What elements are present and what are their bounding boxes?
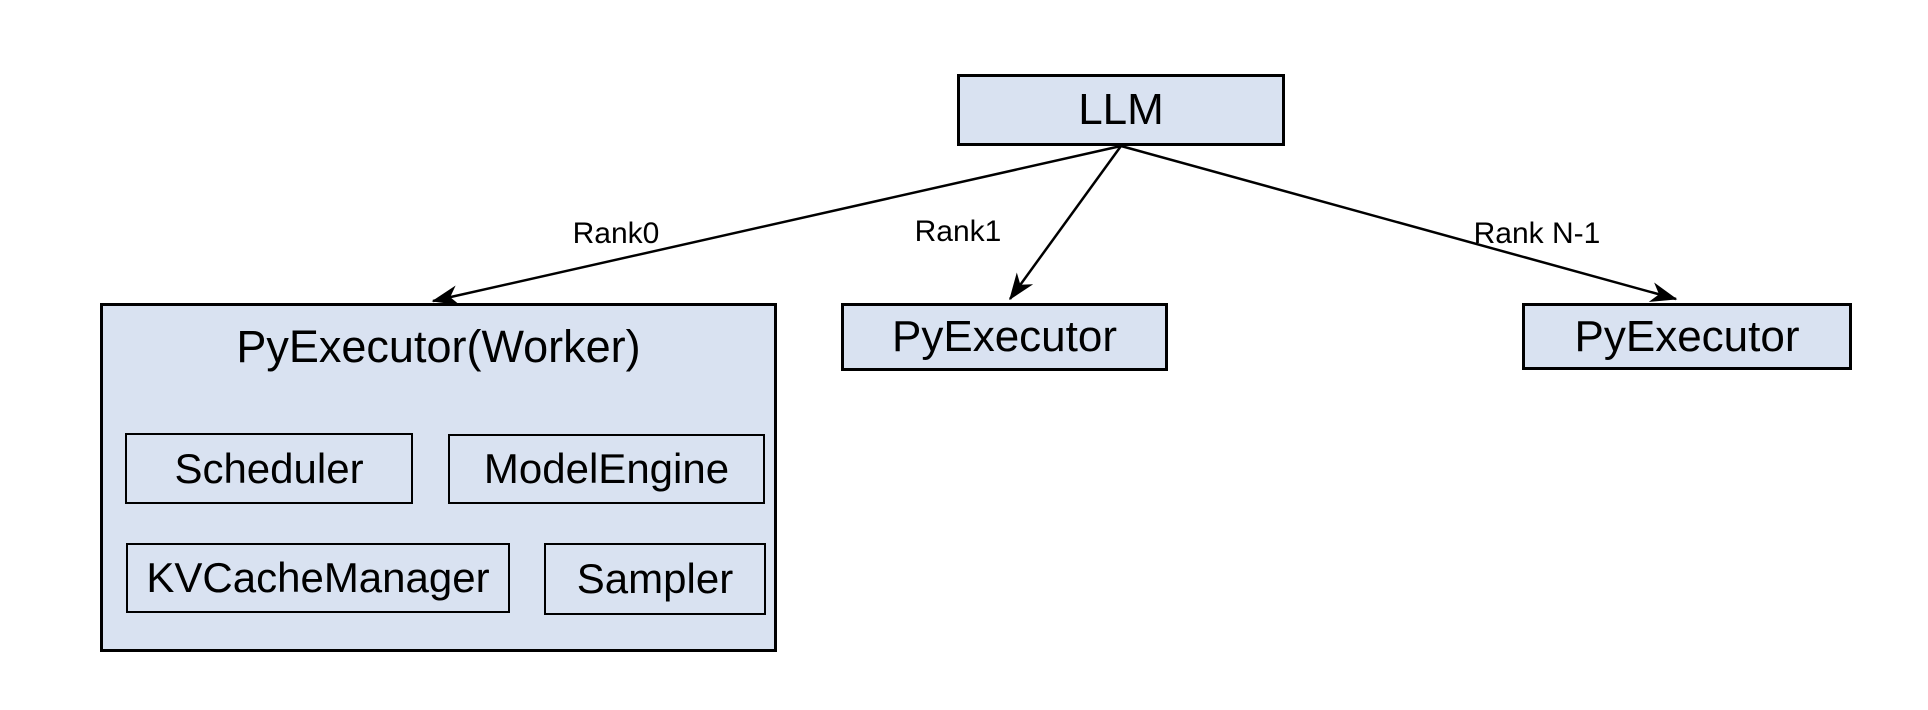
pyexecutor-rank1-node-label: PyExecutor: [892, 312, 1117, 361]
edge-rank0-arrow: [431, 144, 1122, 306]
edge-label-rank0: Rank0: [572, 217, 660, 250]
scheduler-node-label: Scheduler: [174, 444, 364, 492]
llm-node: LLM: [957, 74, 1285, 146]
pyexecutor-rank-n-1-node: PyExecutor: [1522, 303, 1852, 370]
edge-label-rank-n-1: Rank N-1: [1473, 217, 1601, 250]
kvcachemanager-node: KVCacheManager: [126, 543, 510, 613]
kvcachemanager-node-label: KVCacheManager: [146, 554, 490, 601]
modelengine-node: ModelEngine: [448, 434, 765, 504]
llm-node-label: LLM: [1078, 85, 1164, 134]
sampler-node-label: Sampler: [576, 555, 734, 602]
edge-label-rank1: Rank1: [914, 215, 1002, 248]
scheduler-node: Scheduler: [125, 433, 413, 504]
edge-rank1-arrow: [1008, 145, 1123, 301]
modelengine-node-label: ModelEngine: [483, 445, 730, 492]
pyexecutor-worker-title: PyExecutor(Worker): [236, 321, 641, 372]
pyexecutor-rank1-node: PyExecutor: [841, 303, 1168, 371]
pyexecutor-worker-node: PyExecutor(Worker) Scheduler ModelEngine…: [100, 303, 777, 652]
sampler-node: Sampler: [544, 543, 766, 615]
pyexecutor-rank-n-1-node-label: PyExecutor: [1574, 311, 1800, 361]
